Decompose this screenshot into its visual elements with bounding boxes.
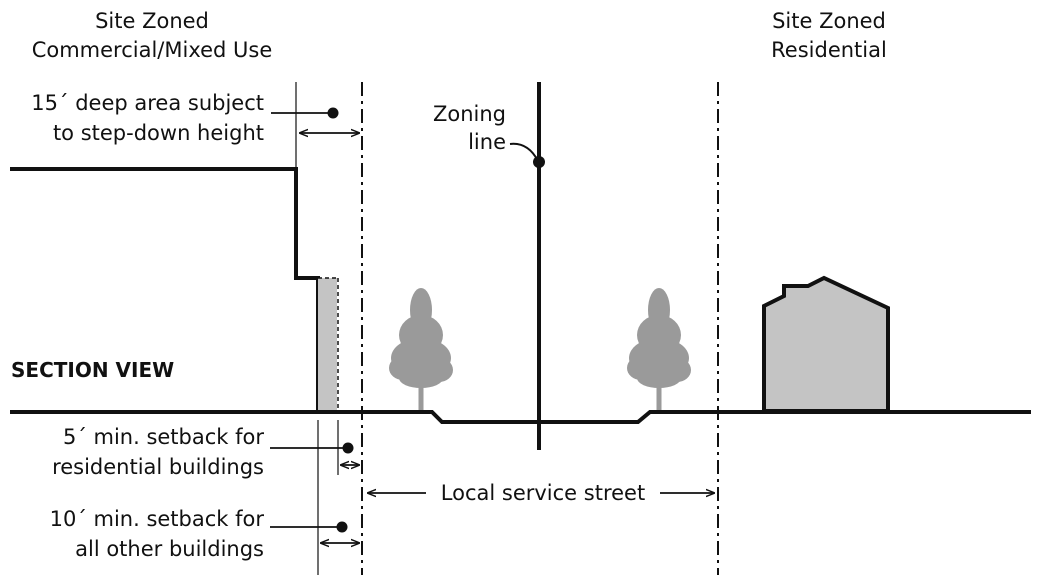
stepdown-label-line1: 15´ deep area subject — [31, 91, 264, 115]
section-view-label: SECTION VIEW — [11, 358, 174, 382]
zoning-leader — [509, 142, 539, 162]
tree-icon — [388, 287, 454, 411]
ground-line — [10, 410, 1031, 424]
right-site-title-line2: Residential — [771, 38, 887, 62]
house-icon — [762, 275, 890, 413]
zoning-label-line2: line — [468, 130, 506, 154]
setback5-label-line2: residential buildings — [52, 455, 264, 479]
right-site-title-line1: Site Zoned — [772, 9, 886, 33]
stepdown-leader-dot — [327, 107, 339, 119]
setback10-label-line1: 10´ min. setback for — [50, 507, 265, 531]
setback5-leader-dot — [342, 442, 354, 454]
left-site-title-line2: Commercial/Mixed Use — [32, 38, 273, 62]
stepdown-label-line2: to step-down height — [53, 121, 264, 145]
zoning-label-line1: Zoning — [433, 102, 506, 126]
stepdown-building-area — [318, 278, 337, 411]
setback5-label-line1: 5´ min. setback for — [63, 425, 264, 449]
setback10-leader-dot — [336, 521, 348, 533]
zoning-leader-dot — [533, 156, 545, 168]
street-label: Local service street — [441, 481, 645, 505]
left-site-title-line1: Site Zoned — [95, 9, 209, 33]
tree-icon — [626, 287, 692, 411]
setback10-label-line2: all other buildings — [75, 537, 264, 561]
